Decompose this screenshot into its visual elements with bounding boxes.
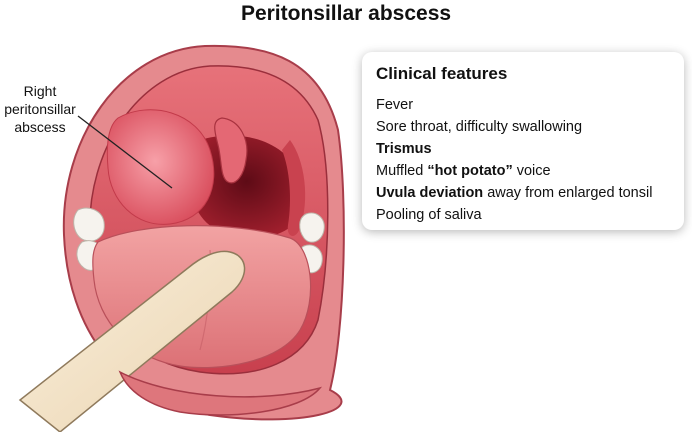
callout-line-2: peritonsillar bbox=[4, 101, 76, 117]
clinical-features-card: Clinical features Fever Sore throat, dif… bbox=[362, 52, 684, 230]
uvula bbox=[214, 117, 248, 184]
feature-item: Trismus bbox=[376, 138, 670, 160]
callout-line-1: Right bbox=[23, 83, 57, 99]
feature-text: Pooling of saliva bbox=[376, 207, 482, 223]
feature-lead: Trismus bbox=[376, 141, 432, 157]
feature-item: Fever bbox=[376, 94, 670, 116]
callout-pointer-line bbox=[77, 115, 173, 189]
feature-text: voice bbox=[512, 163, 551, 179]
feature-emphasis: “hot potato” bbox=[427, 163, 513, 179]
feature-lead: Muffled bbox=[376, 163, 428, 179]
clinical-features-heading: Clinical features bbox=[376, 64, 508, 83]
feature-text: away from enlarged tonsil bbox=[483, 185, 653, 201]
throat bbox=[189, 135, 304, 238]
lower-lip bbox=[118, 370, 323, 416]
clinical-features-list: Fever Sore throat, difficulty swallowing… bbox=[376, 94, 670, 226]
left-pillar bbox=[282, 140, 306, 236]
tongue-depressor bbox=[18, 250, 246, 432]
feature-text: Fever bbox=[376, 97, 414, 113]
callout-line-3: abscess bbox=[14, 119, 66, 135]
feature-item: Muffled “hot potato” voice bbox=[376, 160, 670, 182]
feature-item: Sore throat, difficulty swallowing bbox=[376, 116, 670, 138]
feature-item: Uvula deviation away from enlarged tonsi… bbox=[376, 182, 670, 204]
feature-lead: Uvula deviation bbox=[376, 185, 484, 201]
feature-text: Sore throat, difficulty swallowing bbox=[376, 119, 583, 135]
feature-item: Pooling of saliva bbox=[376, 204, 670, 226]
abscess-callout: Right peritonsillar abscess bbox=[0, 82, 80, 136]
abscess-swelling bbox=[106, 109, 215, 225]
diagram-title: Peritonsillar abscess bbox=[240, 2, 452, 25]
